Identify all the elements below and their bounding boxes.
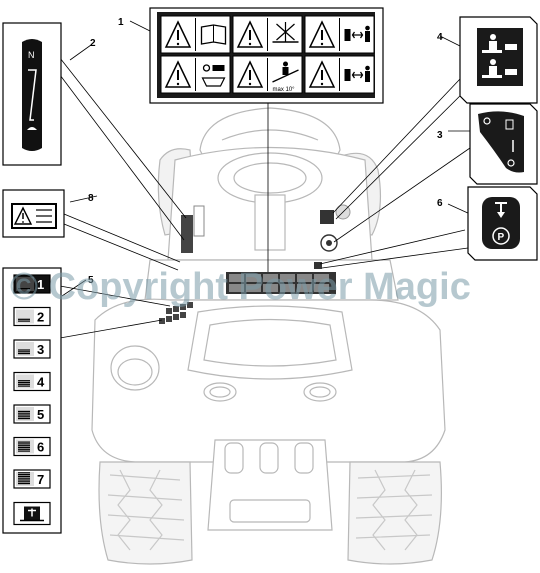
- gear-number: 4: [37, 375, 45, 390]
- gear-number: 5: [37, 407, 44, 422]
- callout-3: 3: [437, 130, 443, 141]
- decal-1-cells: max 10°: [160, 15, 375, 94]
- decal-2-sticker: [22, 39, 42, 151]
- rear-left-tire: [98, 461, 193, 565]
- gear-number: 3: [37, 342, 44, 357]
- callout-4: 4: [437, 32, 443, 43]
- arrow-distance-icon: [351, 71, 364, 79]
- callout-1: 1: [118, 17, 124, 28]
- decal-6-on-tractor: [314, 262, 322, 269]
- warning-cell: [232, 15, 303, 54]
- gear-number: 2: [37, 310, 44, 325]
- decal-1-panel: max 10°: [149, 7, 384, 104]
- gear-sticker: 5: [13, 404, 51, 424]
- seat: [187, 305, 353, 380]
- decal-3-panel: [469, 103, 538, 185]
- warning-cell: [304, 15, 375, 54]
- rear-fender: [91, 298, 446, 463]
- warning-cell: [160, 55, 231, 94]
- callout-6: 6: [437, 198, 443, 209]
- person-icon: [365, 25, 370, 31]
- callout-2: 2: [90, 38, 96, 49]
- decal-4-on-tractor: [320, 210, 334, 224]
- decal-4-panel: [459, 16, 538, 104]
- person-icon: [365, 65, 370, 71]
- decal-2-on-tractor: [181, 215, 193, 253]
- gear-sticker: 3: [13, 339, 51, 359]
- gear-sticker: 7: [13, 469, 51, 489]
- callout-8: 8: [88, 193, 94, 204]
- decal-1-on-tractor: [226, 272, 336, 294]
- warning-cell: [160, 15, 231, 54]
- gear-number: 6: [37, 440, 44, 455]
- copyright-watermark: © Copyright Power Magic: [10, 266, 471, 308]
- warning-cell: max 10°: [232, 55, 303, 94]
- reverse-gear-sticker: [13, 501, 51, 526]
- parking-brake-icon: [492, 227, 510, 245]
- svg-text:N: N: [28, 50, 35, 60]
- max-slope-label: max 10°: [273, 87, 296, 93]
- gear-sticker: 6: [13, 436, 51, 457]
- gear-sticker: 2: [13, 306, 51, 327]
- gear-number: 1: [37, 277, 44, 292]
- decal-5-on-tractor: [159, 302, 193, 324]
- decal-6-panel: P: [467, 186, 538, 261]
- person-icon: [490, 34, 496, 40]
- tractor-drawing: [91, 107, 446, 565]
- gear-number: 7: [37, 472, 44, 487]
- turtle-icon: [27, 127, 37, 130]
- decal-5-gears: 1 2 3 4 5 6 7: [13, 274, 51, 526]
- gear-sticker: 1: [13, 274, 51, 294]
- leader-lines: [59, 20, 479, 339]
- decal-8-panel: [2, 189, 65, 238]
- callout-5: 5: [88, 275, 94, 286]
- decal-5-panel: 1 2 3 4 5 6 7: [2, 267, 62, 534]
- rear-right-tire: [347, 461, 442, 565]
- warning-cell: [304, 55, 375, 94]
- arrow-distance-icon: [351, 31, 364, 39]
- decal-2-panel: N: [2, 22, 62, 166]
- gear-sticker: 4: [13, 371, 51, 392]
- arrow-down-icon: [495, 202, 507, 218]
- svg-text:P: P: [498, 232, 505, 243]
